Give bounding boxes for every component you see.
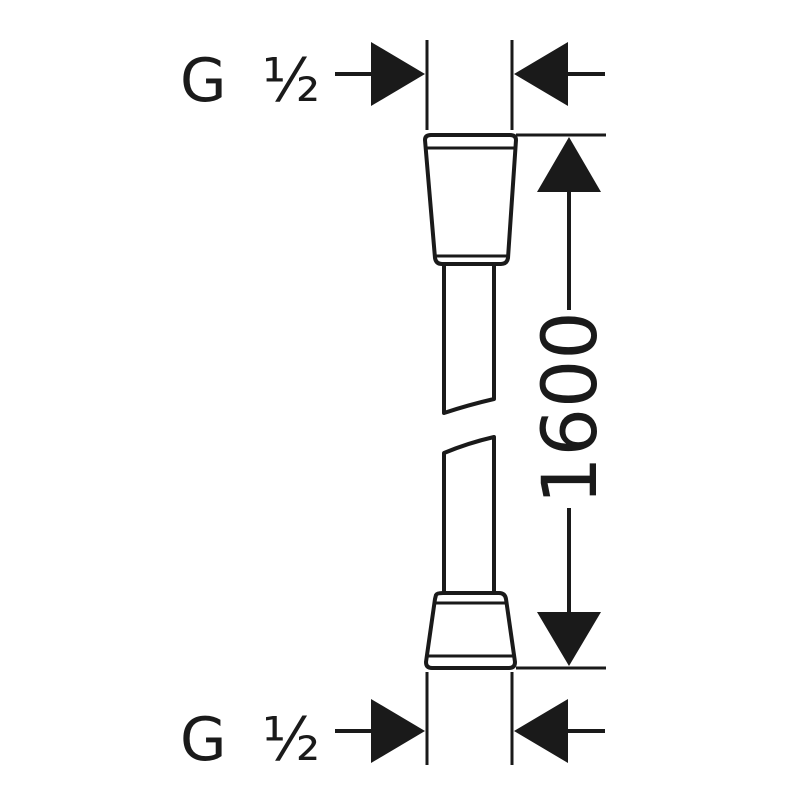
upper-hose-segment — [442, 264, 496, 415]
top-thread-size: ½ — [262, 46, 320, 116]
length-arrowhead-top — [537, 137, 601, 192]
bottom-thread-dimension: G ½ — [180, 672, 605, 775]
bottom-left-arrowhead — [371, 699, 425, 763]
length-arrowhead-bottom — [537, 612, 601, 666]
bottom-nut — [424, 591, 517, 670]
top-left-arrowhead — [371, 42, 425, 106]
top-thread-dimension: G ½ — [180, 40, 605, 130]
hose-body — [423, 133, 518, 670]
bottom-thread-letter: G — [180, 705, 227, 775]
top-right-arrowhead — [514, 42, 568, 106]
top-nut — [423, 133, 518, 266]
lower-hose-segment — [442, 435, 496, 594]
top-thread-letter: G — [180, 46, 227, 116]
bottom-thread-size: ½ — [262, 705, 320, 775]
bottom-right-arrowhead — [514, 699, 568, 763]
length-dimension: 1600 — [516, 133, 614, 670]
length-label: 1600 — [525, 311, 614, 504]
